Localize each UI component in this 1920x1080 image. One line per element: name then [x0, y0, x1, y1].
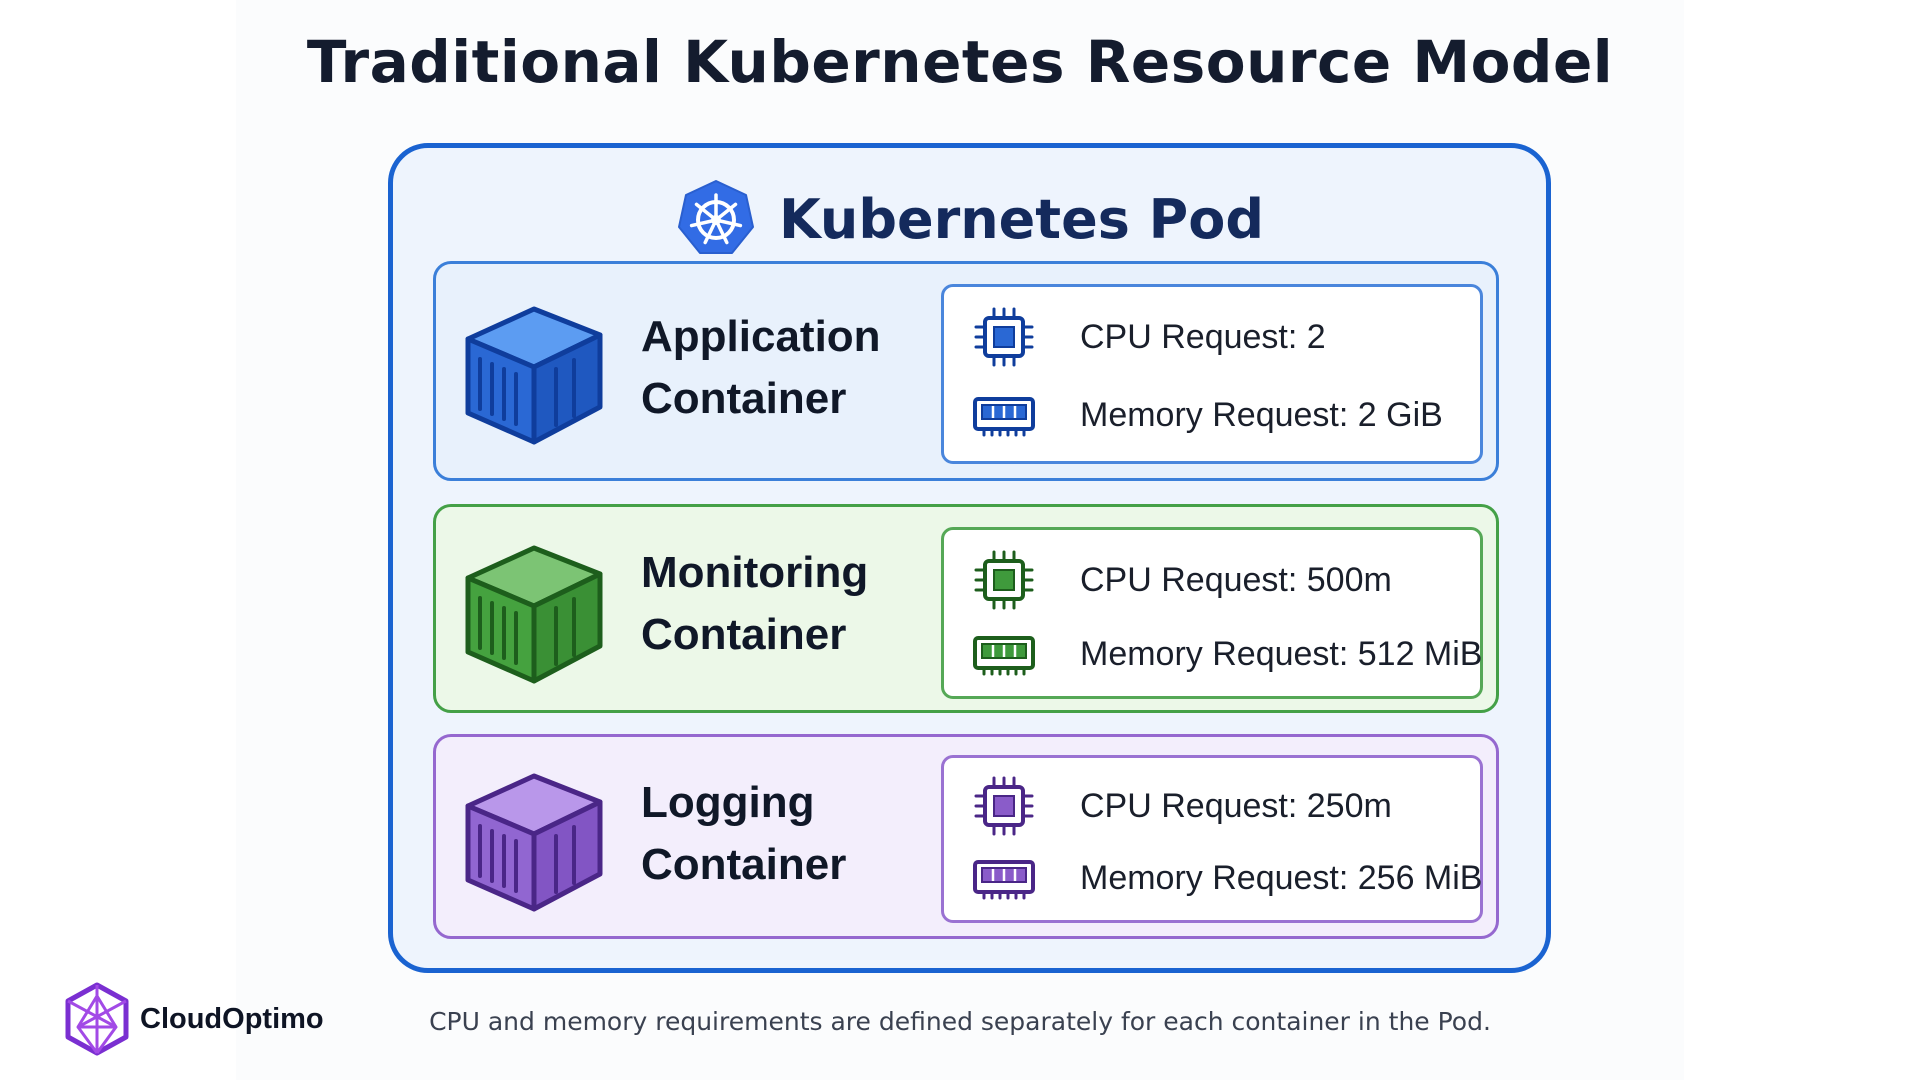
memory-request-row: Memory Request: 256 MiB — [972, 846, 1483, 910]
application-container-card: Application Container CPU Request: 2 — [433, 261, 1499, 481]
cpu-chip-icon — [974, 776, 1034, 836]
cpu-chip-icon — [974, 307, 1034, 367]
diagram-title: Traditional Kubernetes Resource Model — [306, 28, 1614, 96]
container-name: Application Container — [641, 312, 881, 423]
memory-module-icon — [973, 860, 1035, 900]
resource-requests-box: CPU Request: 2 Memory Request: 2 GiB — [941, 284, 1483, 464]
brand-name: CloudOptimo — [140, 1002, 324, 1035]
shipping-container-icon — [465, 773, 603, 912]
cloudoptimo-logo-icon — [65, 982, 129, 1056]
cpu-request-label: CPU Request: 500m — [1080, 560, 1392, 599]
pod-header: Kubernetes Pod — [393, 174, 1546, 264]
cpu-request-row: CPU Request: 2 — [972, 305, 1470, 369]
memory-module-icon — [973, 397, 1035, 437]
container-name: Monitoring Container — [641, 548, 869, 659]
resource-requests-box: CPU Request: 250m Memory Request: 256 Mi… — [941, 755, 1483, 923]
resource-requests-box: CPU Request: 500m Memory Request: 512 Mi… — [941, 527, 1483, 699]
memory-request-row: Memory Request: 512 MiB — [972, 622, 1483, 686]
memory-request-label: Memory Request: 512 MiB — [1080, 634, 1483, 673]
memory-request-label: Memory Request: 2 GiB — [1080, 395, 1443, 434]
logging-container-card: Logging Container CPU Request: 250m — [433, 734, 1499, 939]
shipping-container-icon — [465, 545, 603, 684]
memory-request-label: Memory Request: 256 MiB — [1080, 858, 1483, 897]
footnote: CPU and memory requirements are defined … — [429, 1007, 1491, 1036]
cpu-request-row: CPU Request: 500m — [972, 548, 1470, 612]
brand: CloudOptimo — [64, 982, 324, 1056]
cpu-request-label: CPU Request: 250m — [1080, 786, 1392, 825]
kubernetes-logo-icon — [677, 180, 754, 254]
container-name: Logging Container — [641, 778, 847, 889]
memory-request-row: Memory Request: 2 GiB — [972, 383, 1470, 447]
cpu-chip-icon — [974, 550, 1034, 610]
memory-module-icon — [973, 636, 1035, 676]
pod-title: Kubernetes Pod — [778, 187, 1265, 251]
monitoring-container-card: Monitoring Container CPU Request: 500m — [433, 504, 1499, 713]
cpu-request-row: CPU Request: 250m — [972, 774, 1470, 838]
cpu-request-label: CPU Request: 2 — [1080, 317, 1326, 356]
shipping-container-icon — [465, 306, 603, 445]
kubernetes-pod-box: Kubernetes Pod Application Container — [388, 143, 1551, 973]
